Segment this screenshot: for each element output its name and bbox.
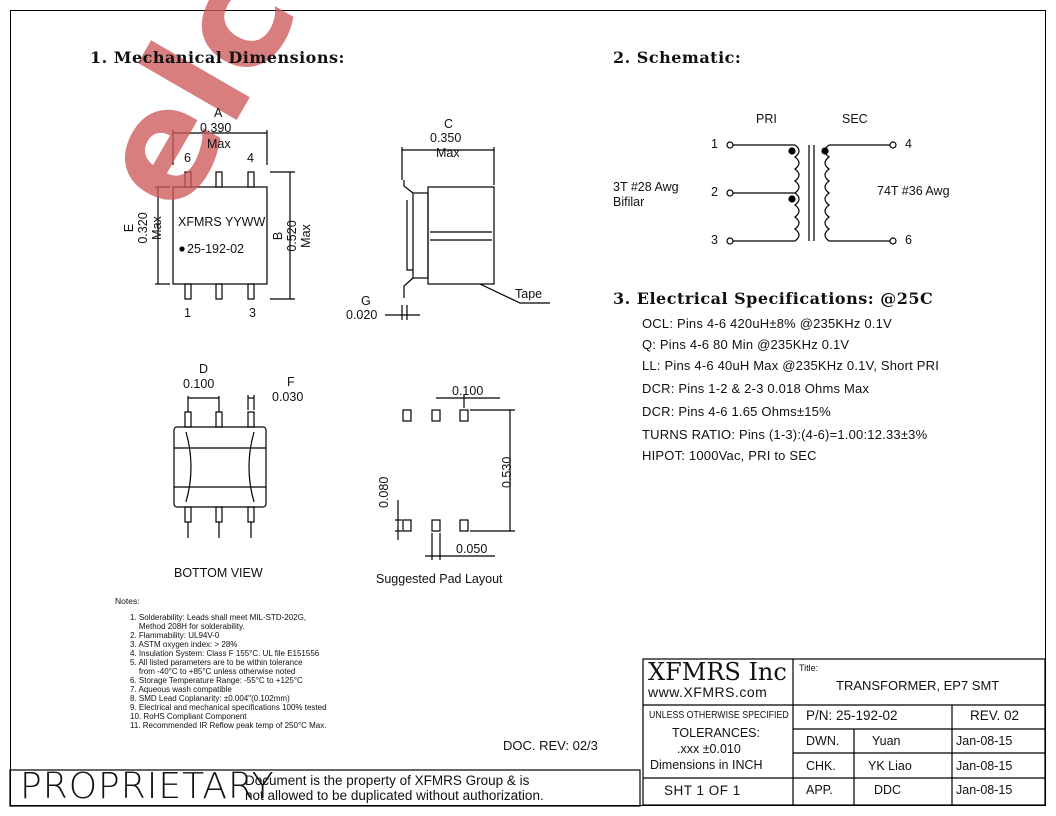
app-label: APP. (806, 783, 833, 797)
doc-revision: DOC. REV: 02/3 (503, 738, 598, 753)
dim-b-block: B 0.520 Max (271, 196, 313, 276)
top-view-pins (184, 171, 255, 300)
chk-date: Jan-08-15 (956, 759, 1013, 773)
dim-d-label: D (199, 362, 209, 376)
schematic-pri-label: PRI (756, 112, 777, 126)
note-item: 7. Aqueous wash compatible (130, 685, 232, 694)
schematic-pin-6: 6 (905, 233, 912, 247)
revision: REV. 02 (970, 708, 1020, 723)
note-item: 3. ASTM oxygen index: > 28% (130, 640, 238, 649)
schematic-pin-1: 1 (711, 137, 718, 151)
app-name: DDC (874, 783, 902, 797)
bottom-view-label: BOTTOM VIEW (174, 566, 263, 580)
spec-ocl: OCL: Pins 4-6 420uH±8% @235KHz 0.1V (642, 316, 892, 331)
spec-dcr-pri: DCR: Pins 1-2 & 2-3 0.018 Ohms Max (642, 381, 870, 396)
dwn-name: Yuan (872, 734, 901, 748)
spec-q: Q: Pins 4-6 80 Min @235KHz 0.1V (642, 337, 850, 352)
dim-g-label: G (361, 294, 371, 308)
chk-name: YK Liao (868, 759, 912, 773)
schematic-pin-3: 3 (711, 233, 718, 247)
drawing-title: TRANSFORMER, EP7 SMT (836, 678, 1000, 693)
note-item: 11. Recommended IR Reflow peak temp of 2… (130, 721, 327, 730)
tolerance-value: .xxx ±0.010 (677, 742, 741, 756)
pad-layout-pads (402, 409, 469, 532)
dim-b-max: Max (299, 224, 313, 248)
dim-d-value: 0.100 (183, 377, 215, 391)
note-item: Method 208H for solderability. (130, 622, 245, 631)
company-website: www.XFMRS.com (648, 684, 768, 700)
top-pin-6: 6 (184, 151, 191, 165)
note-item: from -40°C to +85°C unless otherwise not… (130, 667, 296, 676)
spec-hipot: HIPOT: 1000Vac, PRI to SEC (642, 448, 817, 463)
dim-b-value: 0.520 (285, 220, 299, 252)
part-number: P/N: 25-192-02 (806, 708, 898, 723)
marking-line-2: 25-192-02 (187, 242, 244, 256)
pad-layout-label: Suggested Pad Layout (376, 572, 503, 586)
tolerance-label: TOLERANCES: (672, 726, 760, 740)
dim-a-label: A (214, 106, 223, 120)
chk-label: CHK. (806, 759, 836, 773)
schematic-pri-wire: 3T #28 Awg (613, 180, 679, 194)
pad-width-value: 0.050 (456, 542, 488, 556)
pad-pitch-value: 0.100 (452, 384, 484, 398)
dim-f-label: F (287, 375, 295, 389)
spec-dcr-sec: DCR: Pins 4-6 1.65 Ohms±15% (642, 404, 831, 419)
dim-e-value: 0.320 (136, 212, 150, 244)
section-title-electrical: 3. Electrical Specifications: @25C (613, 289, 934, 308)
dim-g-value: 0.020 (346, 308, 378, 322)
top-pin-4: 4 (247, 151, 254, 165)
pad-length-value: 0.080 (377, 476, 391, 508)
note-item: 2. Flammability: UL94V-0 (130, 631, 220, 640)
note-item: 4. Insulation System: Class F 155°C. UL … (130, 649, 320, 658)
title-block-grid (642, 658, 1046, 806)
note-item: 9. Electrical and mechanical specificati… (130, 703, 327, 712)
tolerance-units: Dimensions in INCH (650, 758, 763, 772)
section-title-schematic: 2. Schematic: (613, 48, 742, 67)
dim-c-label: C (444, 117, 454, 131)
schematic-pri-bifilar: Bifilar (613, 195, 645, 209)
schematic-pin-4: 4 (905, 137, 912, 151)
schematic-lines (726, 141, 897, 245)
dim-e-max: Max (150, 216, 164, 240)
top-pin-1: 1 (184, 306, 191, 320)
notes-list: 1. Solderability: Leads shall meet MIL-S… (130, 613, 327, 730)
dwn-label: DWN. (806, 734, 840, 748)
dim-e-label: E (122, 223, 136, 233)
proprietary-line-2: not allowed to be duplicated without aut… (245, 788, 544, 803)
sheet-number: SHT 1 OF 1 (664, 783, 741, 798)
marking-line-1: XFMRS YYWW (178, 215, 266, 229)
dwn-date: Jan-08-15 (956, 734, 1013, 748)
note-item: 6. Storage Temperature Range: -55°C to +… (130, 676, 303, 685)
top-pin-3: 3 (249, 306, 256, 320)
spec-turns-ratio: TURNS RATIO: Pins (1-3):(4-6)=1.00:12.33… (642, 427, 928, 442)
dim-a-value: 0.390 (200, 121, 232, 135)
note-item: 5. All listed parameters are to be withi… (130, 658, 303, 667)
title-label: Title: (799, 663, 819, 673)
section-title-mechanical: 1. Mechanical Dimensions: (90, 48, 345, 67)
dim-f-value: 0.030 (272, 390, 304, 404)
note-item: 8. SMD Lead Coplanarity: ±0.004"(0.102mm… (130, 694, 290, 703)
schematic-sec-label: SEC (842, 112, 868, 126)
spec-ll: LL: Pins 4-6 40uH Max @235KHz 0.1V, Shor… (642, 358, 940, 373)
notes-title: Notes: (115, 596, 140, 606)
note-item: 1. Solderability: Leads shall meet MIL-S… (130, 613, 307, 622)
note-item: 10. RoHS Compliant Component (130, 712, 247, 721)
dim-b-label: B (271, 231, 285, 241)
dim-e-block: E 0.320 Max (122, 188, 164, 268)
side-view-core (427, 186, 495, 285)
proprietary-line-1: Document is the property of XFMRS Group … (245, 773, 530, 788)
dim-c-value: 0.350 (430, 131, 462, 145)
proprietary-word: PROPRIETARY (20, 766, 275, 807)
app-date: Jan-08-15 (956, 783, 1013, 797)
tolerance-header: UNLESS OTHERWISE SPECIFIED (649, 710, 789, 721)
dim-a-max: Max (207, 137, 231, 151)
tape-label: Tape (515, 287, 543, 301)
schematic-sec-wire: 74T #36 Awg (877, 184, 950, 198)
pad-span-value: 0.530 (500, 456, 514, 488)
schematic-pin-2: 2 (711, 185, 718, 199)
dim-c-max: Max (436, 146, 460, 160)
company-name: XFMRS Inc (648, 658, 787, 686)
